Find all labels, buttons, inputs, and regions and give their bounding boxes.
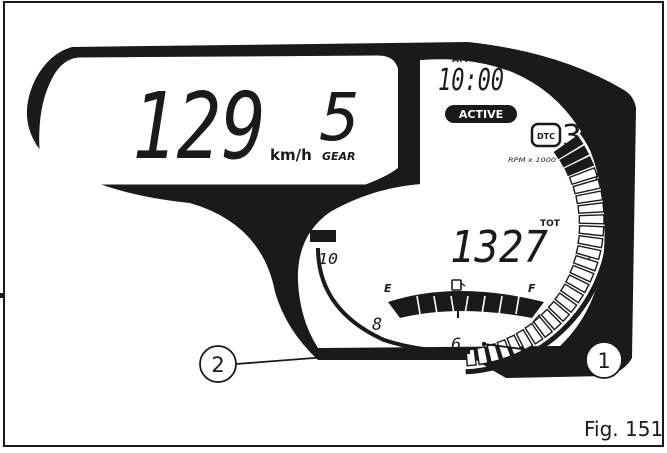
tach-outer-arc xyxy=(465,130,613,375)
callout-1: 1 xyxy=(481,341,623,379)
tach-bar-segment xyxy=(506,334,523,356)
tach-label-8: 8 xyxy=(372,315,382,335)
fuel-segment-divider xyxy=(433,295,438,315)
callout-2-circle xyxy=(199,345,237,383)
tach-bar-segment xyxy=(524,322,544,345)
clock-ampm: AM xyxy=(452,55,468,65)
clock-time: 10:00 xyxy=(438,63,504,98)
edge-mark xyxy=(0,293,4,298)
housing-inner-mask xyxy=(290,60,420,240)
gear-value: 5 xyxy=(320,79,360,156)
tach-bar-segment xyxy=(540,308,563,331)
tach-redline-marker xyxy=(310,230,336,242)
tach-bar-segment xyxy=(496,339,512,360)
tach-bar-segment xyxy=(572,178,602,195)
callout-1-leader xyxy=(483,343,591,359)
tach-bar-segment xyxy=(564,274,590,294)
fuel-segment-divider xyxy=(416,295,421,315)
active-badge: ACTIVE xyxy=(445,105,517,123)
speed-unit: km/h xyxy=(270,146,312,164)
fuel-empty-label: E xyxy=(384,282,392,295)
tach-bar-segment xyxy=(572,254,599,272)
tach-bar-segment xyxy=(476,346,489,366)
tach-bar-segment xyxy=(578,214,605,225)
rpm-label: RPM x 1000 xyxy=(508,157,556,164)
tach-bar-segment xyxy=(554,292,578,314)
tach-bar-segment xyxy=(577,202,605,214)
tach-bar-segment xyxy=(575,244,602,261)
figure-frame xyxy=(3,1,664,447)
tach-bar-segment xyxy=(569,264,595,283)
callout-2-number: 2 xyxy=(211,353,224,377)
fuel-segment-divider xyxy=(515,295,520,315)
tach-bar-segment xyxy=(559,283,585,304)
tach-label-0: 0 xyxy=(595,167,605,186)
fuel-segment-divider xyxy=(450,295,455,315)
odometer-label: TOT xyxy=(540,219,561,229)
callout-1-circle xyxy=(585,341,623,379)
fuel-segment-divider xyxy=(464,295,469,315)
tach-bar-segment xyxy=(547,300,571,323)
speed-value: 129 xyxy=(132,73,266,180)
tach-label-6: 6 xyxy=(451,335,461,355)
tachometer: 0 2 4 6 8 10 xyxy=(310,130,613,375)
fuel-pump-icon xyxy=(451,279,466,291)
tach-bottom-segment xyxy=(420,348,456,355)
tach-bar-segment xyxy=(575,190,604,205)
fuel-gauge: E F xyxy=(384,279,544,318)
dtc-label: DTC xyxy=(537,132,555,141)
dtc-icon xyxy=(530,122,562,148)
speed-window xyxy=(39,55,399,185)
fuel-segment-divider xyxy=(498,295,503,315)
fuel-segment-divider xyxy=(481,295,486,315)
gear-label: GEAR xyxy=(322,150,356,163)
odometer-value: 1327 xyxy=(450,222,548,273)
active-badge-label: ACTIVE xyxy=(459,108,503,121)
figure-caption: Fig. 151 xyxy=(584,417,663,441)
callout-1-number: 1 xyxy=(597,349,610,373)
main-lcd-window xyxy=(297,59,605,348)
callout-2-leader xyxy=(235,349,419,365)
tach-bar-segment xyxy=(559,145,590,168)
tach-bar-segment xyxy=(532,315,554,339)
tach-bar-segment xyxy=(568,166,599,186)
fuel-full-label: F xyxy=(528,282,536,295)
callout-2: 2 xyxy=(199,345,421,383)
tach-bar-segment xyxy=(564,155,595,177)
tach-bar-segment xyxy=(577,234,604,249)
tach-label-10: 10 xyxy=(318,250,338,268)
tach-bar-segment xyxy=(553,135,584,160)
tach-bar-segment xyxy=(578,224,605,237)
